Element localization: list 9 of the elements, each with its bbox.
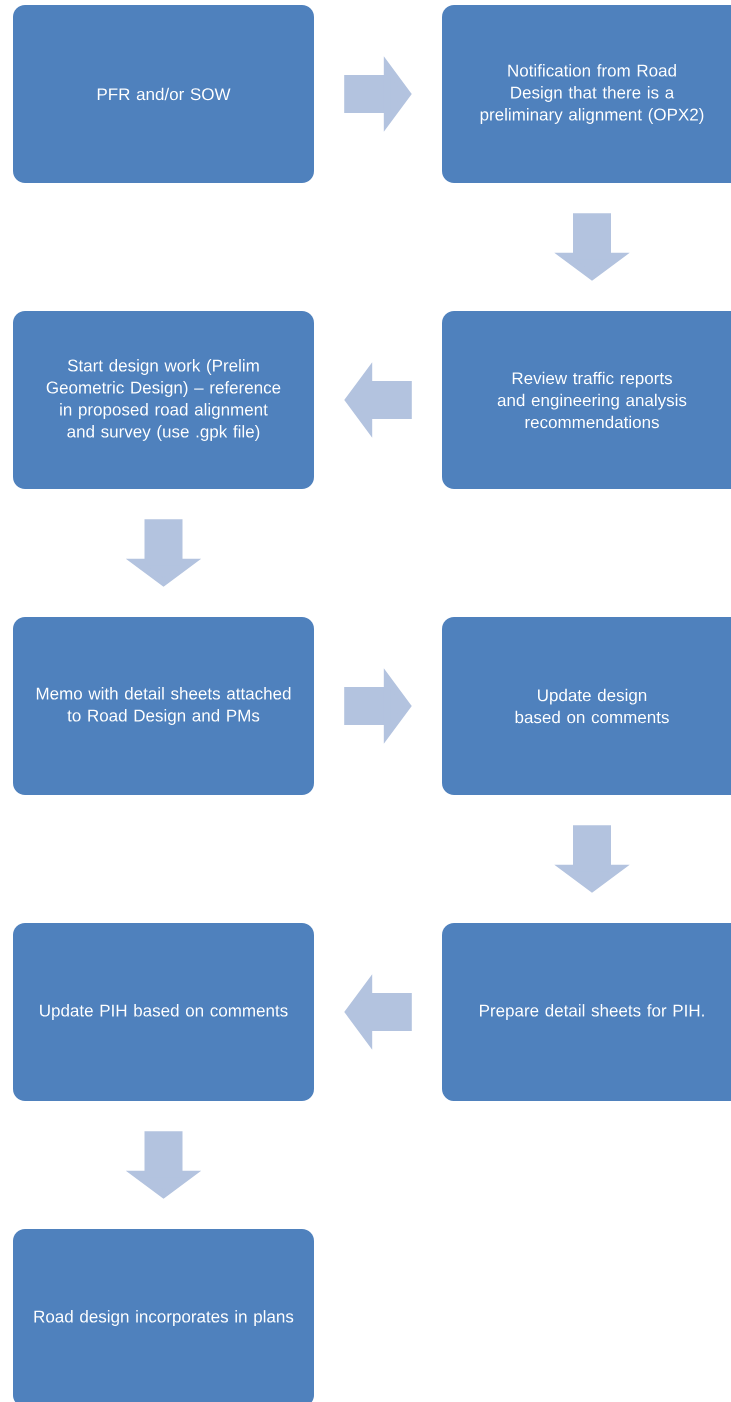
process-box: Update PIH based on comments (13, 923, 314, 1101)
process-box: Start design work (Prelim Geometric Design) – reference in proposed road alignment and survey (use .gpk file) (13, 311, 314, 489)
process-box: Notification from Road Design that there is a preliminary alignment (OPX2) (442, 5, 731, 183)
process-box: Update design based on comments (442, 617, 731, 795)
process-box: PFR and/or SOW (13, 5, 314, 183)
process-box: Memo with detail sheets attached to Road Design and PMs (13, 617, 314, 795)
process-box: Review traffic reports and engineering analysis recommendations (442, 311, 731, 489)
process-box: Road design incorporates in plans (13, 1229, 314, 1402)
process-box: Prepare detail sheets for PIH. (442, 923, 731, 1101)
